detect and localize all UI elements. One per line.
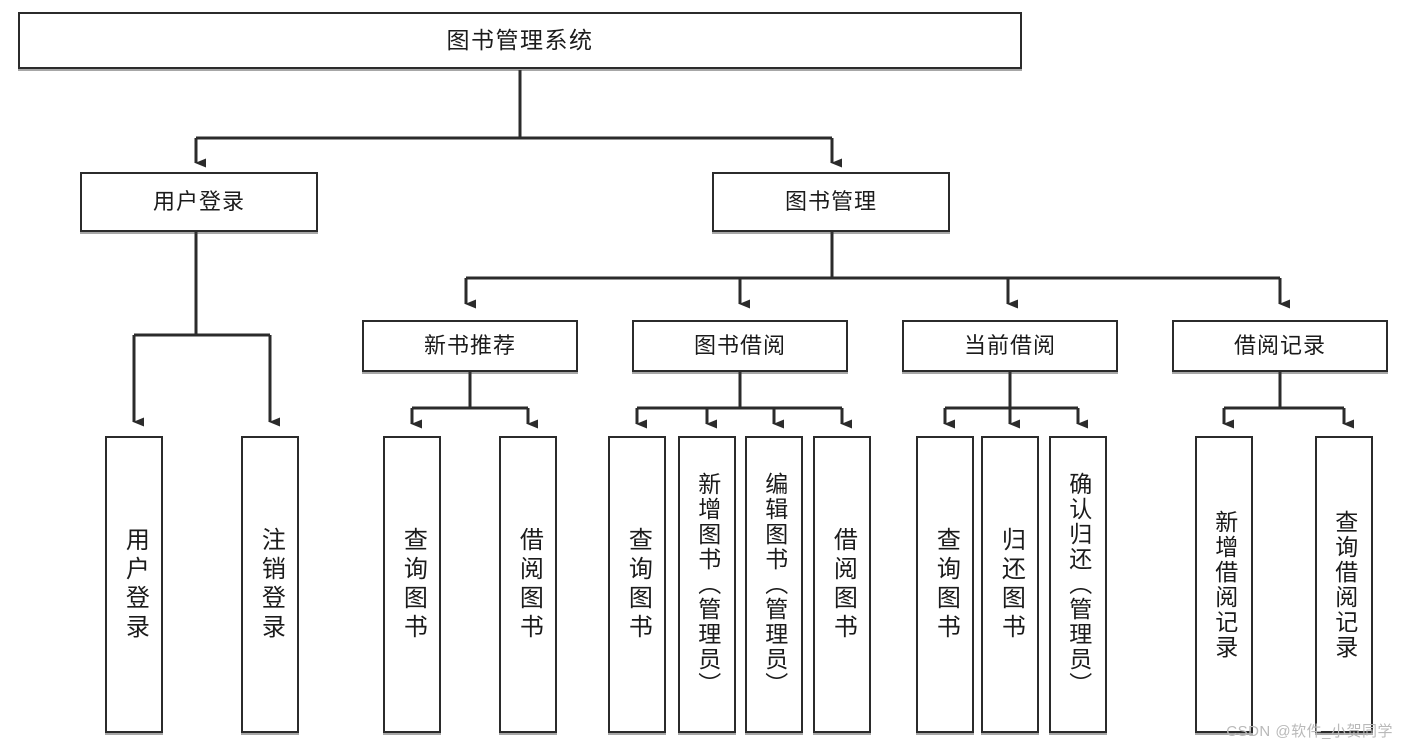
leaf-query-book-1-label: 查询图书 [399, 526, 427, 643]
node-current-borrow[interactable]: 当前借阅 [902, 320, 1118, 372]
node-borrow-record-label: 借阅记录 [1233, 332, 1326, 358]
leaf-user-login-label: 用户登录 [121, 526, 149, 643]
leaf-edit-book[interactable]: 编辑图书（管理员） [745, 436, 803, 733]
node-root-label: 图书管理系统 [446, 26, 594, 53]
leaf-query-book-3-label: 查询图书 [932, 526, 960, 643]
leaf-query-book-3[interactable]: 查询图书 [916, 436, 974, 733]
leaf-query-book-2[interactable]: 查询图书 [608, 436, 666, 733]
node-new-book-rec[interactable]: 新书推荐 [362, 320, 578, 372]
leaf-borrow-book-2-label: 借阅图书 [829, 526, 857, 643]
leaf-add-book[interactable]: 新增图书（管理员） [678, 436, 736, 733]
node-user-login-label: 用户登录 [152, 188, 245, 214]
node-new-book-rec-label: 新书推荐 [423, 332, 516, 358]
leaf-query-record-label: 查询借阅记录 [1331, 509, 1358, 660]
leaf-user-logout[interactable]: 注销登录 [241, 436, 299, 733]
leaf-user-login[interactable]: 用户登录 [105, 436, 163, 733]
leaf-add-record-label: 新增借阅记录 [1211, 509, 1238, 660]
leaf-add-record[interactable]: 新增借阅记录 [1195, 436, 1253, 733]
leaf-return-book[interactable]: 归还图书 [981, 436, 1039, 733]
leaf-confirm-return-label: 确认归还（管理员） [1065, 472, 1092, 697]
leaf-user-logout-label: 注销登录 [257, 526, 285, 643]
watermark: CSDN @软件_小贺同学 [1226, 723, 1393, 740]
node-book-manage[interactable]: 图书管理 [712, 172, 950, 232]
node-book-borrow-label: 图书借阅 [693, 332, 786, 358]
leaf-query-record[interactable]: 查询借阅记录 [1315, 436, 1373, 733]
node-book-borrow[interactable]: 图书借阅 [632, 320, 848, 372]
node-borrow-record[interactable]: 借阅记录 [1172, 320, 1388, 372]
leaf-query-book-1[interactable]: 查询图书 [383, 436, 441, 733]
node-current-borrow-label: 当前借阅 [963, 332, 1056, 358]
node-root[interactable]: 图书管理系统 [18, 12, 1022, 69]
leaf-confirm-return[interactable]: 确认归还（管理员） [1049, 436, 1107, 733]
leaf-borrow-book-1-label: 借阅图书 [515, 526, 543, 643]
leaf-return-book-label: 归还图书 [997, 526, 1025, 643]
leaf-query-book-2-label: 查询图书 [624, 526, 652, 643]
leaf-edit-book-label: 编辑图书（管理员） [761, 472, 788, 697]
node-user-login[interactable]: 用户登录 [80, 172, 318, 232]
leaf-borrow-book-2[interactable]: 借阅图书 [813, 436, 871, 733]
leaf-borrow-book-1[interactable]: 借阅图书 [499, 436, 557, 733]
leaf-add-book-label: 新增图书（管理员） [694, 472, 721, 697]
node-book-manage-label: 图书管理 [784, 188, 877, 214]
